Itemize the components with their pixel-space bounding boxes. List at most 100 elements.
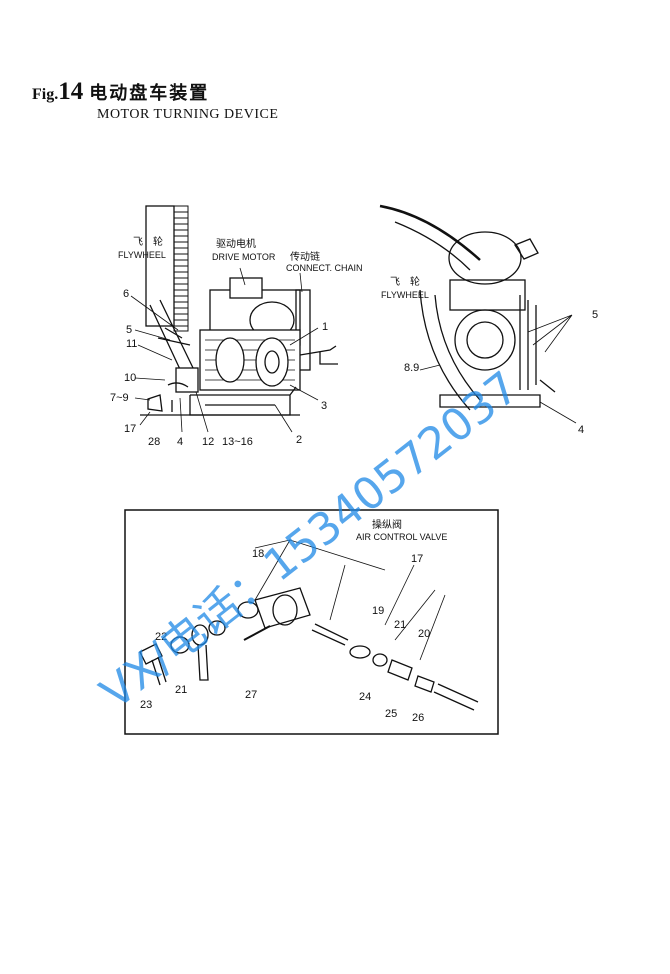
hand-crank: [299, 345, 338, 365]
leader-10: [134, 377, 166, 381]
valve-callout-20: 20: [418, 628, 430, 640]
callout-4: 4: [177, 436, 183, 448]
washer-21: [170, 636, 190, 654]
spool: [311, 623, 349, 646]
callout-10: 10: [124, 372, 136, 384]
drive-motor-cn: 驱动电机: [216, 237, 256, 250]
callout-12: 12: [202, 436, 214, 448]
left-assembly-diagram: [130, 205, 338, 433]
callout-1: 1: [322, 321, 328, 333]
leader-4: [179, 397, 183, 433]
valve-callout-18: 18: [252, 548, 264, 560]
chain-en: CONNECT. CHAIN: [286, 263, 363, 273]
banjo-stem: [197, 644, 209, 681]
callout-7-9: 7~9: [110, 392, 129, 404]
flywheel-arc-inner: [394, 221, 471, 271]
right-flywheel-en: FLYWHEEL: [381, 290, 429, 300]
callout-5: 5: [126, 324, 132, 336]
drive-motor-en: DRIVE MOTOR: [212, 252, 276, 262]
right-callout-4: 4: [578, 424, 584, 436]
leader-17b: [384, 564, 415, 626]
leader-3: [289, 384, 319, 401]
right-base: [439, 394, 541, 408]
right-assembly-diagram: [379, 204, 577, 424]
figure-number: 14: [58, 78, 84, 105]
callout-28: 28: [148, 436, 160, 448]
left-flywheel-en: FLYWHEEL: [118, 250, 166, 260]
support-posts: [519, 295, 537, 390]
leader-2: [274, 404, 293, 433]
valve-callout-17: 17: [411, 553, 423, 565]
leader-4-right: [539, 401, 577, 424]
flywheel-gear-teeth: [173, 205, 189, 332]
motor-terminal-box: [229, 277, 263, 299]
gear-tooth-lines: [174, 211, 188, 327]
callout-13-16: 13~16: [222, 436, 253, 448]
leader-5-right: [527, 314, 573, 353]
leader-20: [419, 594, 446, 661]
figure-prefix: Fig.: [32, 86, 59, 103]
valve-callout-22: 22: [155, 631, 167, 643]
sprocket: [255, 337, 289, 387]
callout-17: 17: [124, 423, 136, 435]
leader-6: [130, 295, 179, 331]
linkage: [167, 382, 189, 412]
right-lever: [539, 379, 556, 393]
callout-3: 3: [321, 400, 327, 412]
right-callout-8-9: 8.9: [404, 362, 419, 374]
pin: [157, 327, 191, 346]
leader-1: [289, 327, 319, 346]
callout-6: 6: [123, 288, 129, 300]
gear-housing: [454, 309, 516, 371]
coupling: [215, 337, 245, 383]
leader-8-9: [419, 364, 441, 371]
air-cylinder: [147, 394, 163, 412]
washer-a: [208, 620, 226, 636]
valve-callout-26: 26: [412, 712, 424, 724]
leader-12: [195, 391, 209, 433]
fitting-24: [387, 659, 413, 681]
chain-cn: 传动链: [290, 250, 320, 263]
pipe-26: [433, 683, 479, 711]
callout-2: 2: [296, 434, 302, 446]
base-plate: [189, 386, 297, 416]
figure-title-cn: 电动盘车装置: [89, 83, 210, 104]
washer-21b: [372, 653, 388, 667]
valve-body: [254, 587, 311, 629]
flywheel-rim: [419, 289, 481, 411]
valve-cn: 操纵阀: [372, 518, 402, 531]
valve-callout-25: 25: [385, 708, 397, 720]
flywheel-body: [145, 205, 175, 327]
leader-spool: [329, 564, 346, 621]
valve-callout-27: 27: [245, 689, 257, 701]
valve-callout-21: 21: [175, 684, 187, 696]
valve-port: [272, 594, 298, 626]
left-flywheel-cn: 飞 轮: [133, 235, 163, 248]
spring-19: [349, 645, 371, 659]
motor-dome: [448, 231, 522, 285]
valve-callout-21b: 21: [394, 619, 406, 631]
banjo-eye: [191, 624, 209, 646]
valve-boss: [237, 601, 259, 619]
gear-hub: [466, 321, 504, 359]
figure-title-en: MOTOR TURNING DEVICE: [97, 107, 279, 122]
leader-17: [139, 411, 151, 426]
screw-27: [243, 625, 271, 641]
nut-25: [414, 675, 435, 693]
leader-21b: [394, 589, 436, 641]
bolt-shank: [151, 656, 167, 686]
air-control-valve-frame: [124, 509, 499, 735]
valve-callout-24: 24: [359, 691, 371, 703]
leader-motor-chain: [239, 267, 303, 293]
leader-11: [137, 344, 173, 361]
lever-bracket: [175, 367, 199, 393]
valve-callout-19: 19: [372, 605, 384, 617]
callout-11: 11: [126, 338, 137, 350]
terminal-cap: [514, 238, 539, 260]
leader-5: [134, 329, 171, 341]
flywheel-arc-outer: [379, 204, 481, 261]
valve-callout-23: 23: [140, 699, 152, 711]
right-flywheel-cn: 飞 轮: [390, 275, 420, 288]
